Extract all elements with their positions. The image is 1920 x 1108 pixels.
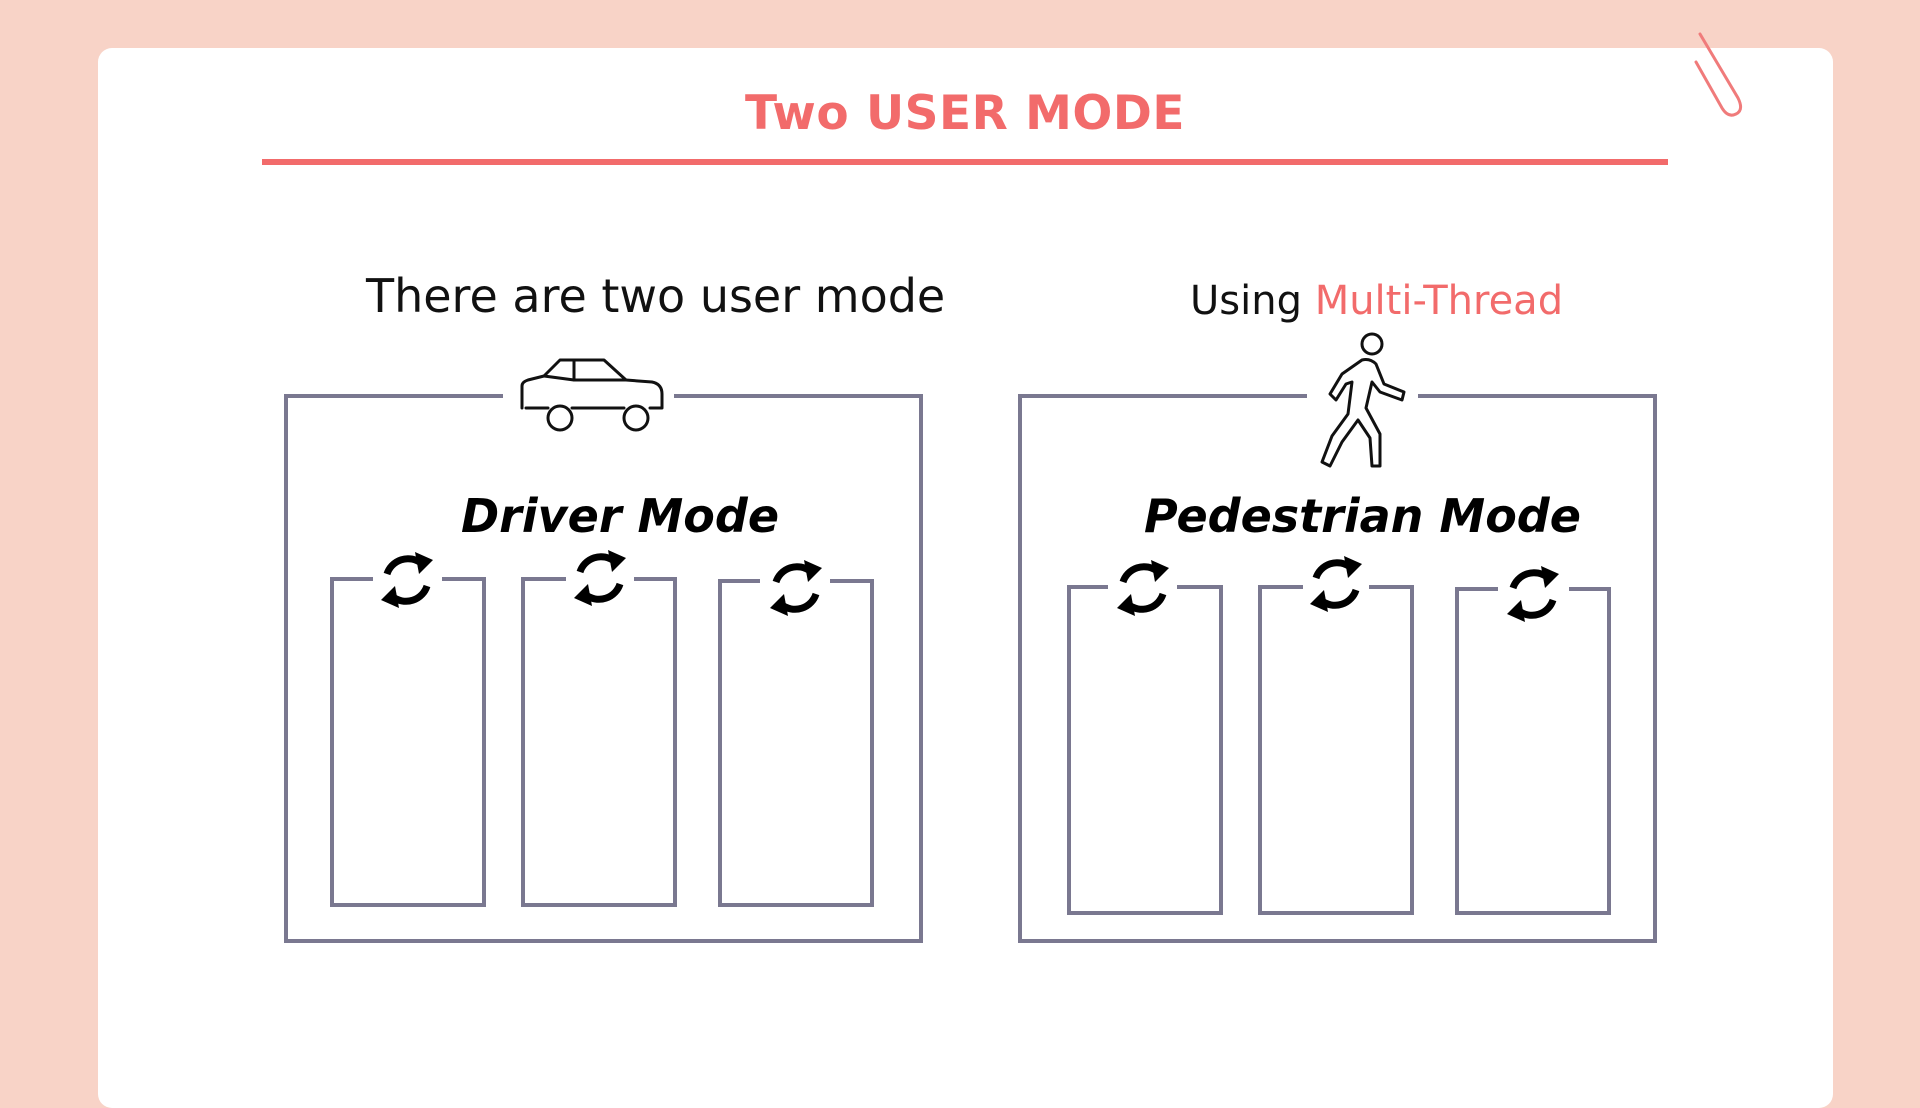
refresh-cycle-icon [770,560,822,616]
pedestrian-thread-box [1258,585,1414,915]
pedestrian-mode-label: Pedestrian Mode [1144,489,1581,543]
left-heading: There are two user mode [366,269,946,323]
refresh-cycle-icon [1117,560,1169,616]
mode-diagram [284,332,1657,943]
pedestrian-thread-box [1067,585,1223,915]
multi-thread-highlight: Multi-Thread [1314,278,1564,324]
driver-thread-box [330,577,486,907]
refresh-cycle-icon [1310,556,1362,612]
driver-thread-box [521,577,677,907]
driver-thread-box [718,579,874,907]
paperclip-icon [1694,32,1743,117]
refresh-cycle-icon [574,550,626,606]
right-heading-prefix: Using [1190,278,1315,324]
refresh-cycle-icon [1507,566,1559,622]
driver-mode-frame [284,394,923,943]
driver-mode-label: Driver Mode [461,489,780,543]
title-underline [262,159,1668,165]
car-icon [520,358,664,432]
slide-title: Two USER MODE [745,86,1185,141]
refresh-cycle-icon [381,552,433,608]
right-heading: Using Multi-Thread [1190,273,1563,329]
pedestrian-mode-frame [1018,394,1657,943]
pedestrian-thread-box [1455,587,1611,915]
walking-person-icon [1320,332,1406,468]
